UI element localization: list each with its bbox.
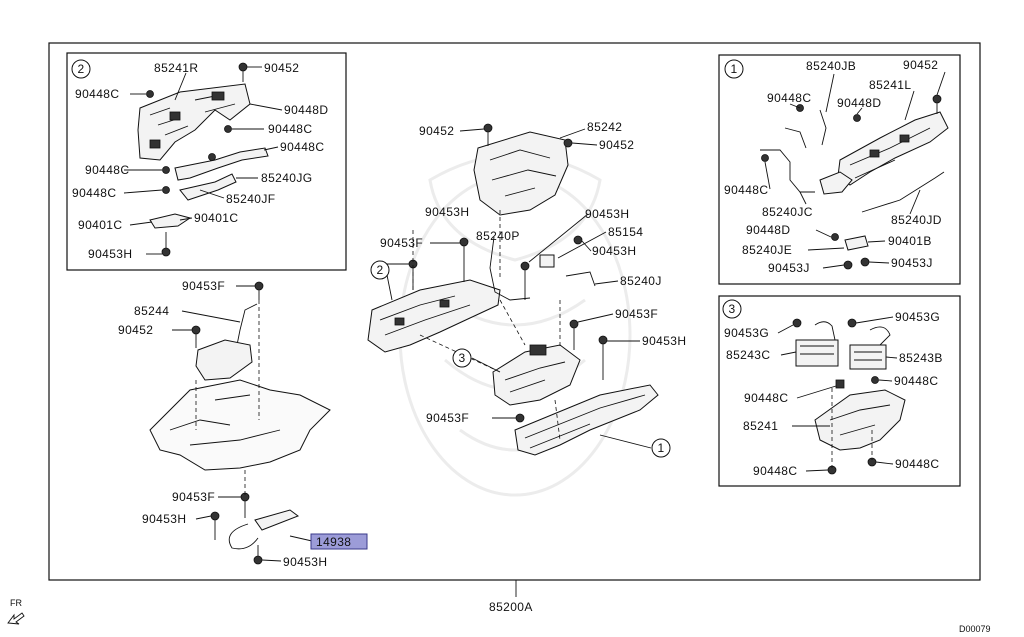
part-label-90453F: 90453F xyxy=(182,279,225,293)
part-label-90448C: 90448C xyxy=(724,183,768,197)
diagram-code: D00079 xyxy=(959,624,991,634)
part-label-90448C: 90448C xyxy=(753,464,797,478)
callout-3-main: 3 xyxy=(452,348,472,368)
part-label-90448C: 90448C xyxy=(895,457,939,471)
part-label-90453G: 90453G xyxy=(895,310,940,324)
part-label-90453J: 90453J xyxy=(891,256,933,270)
part-label-90453H: 90453H xyxy=(88,247,132,261)
inset-1-frame xyxy=(718,54,961,285)
front-arrow-icon xyxy=(7,612,25,625)
part-label-90453H: 90453H xyxy=(283,555,327,569)
part-label-90448C: 90448C xyxy=(744,391,788,405)
inset-2-parts xyxy=(137,62,269,257)
part-label-85240P: 85240P xyxy=(476,229,520,243)
part-label-85242: 85242 xyxy=(587,120,622,134)
center-parts xyxy=(367,123,659,456)
part-label-90401B: 90401B xyxy=(888,234,932,248)
left-lower-leaders xyxy=(172,285,313,562)
part-label-85154: 85154 xyxy=(608,225,643,239)
callout-number: 3 xyxy=(458,351,465,365)
callout-number: 1 xyxy=(730,62,737,76)
part-label-85240JC: 85240JC xyxy=(762,205,813,219)
part-label-90448C: 90448C xyxy=(85,163,129,177)
front-direction-indicator: FR xyxy=(7,598,25,625)
callout-2-inset: 2 xyxy=(71,59,91,79)
callout-number: 3 xyxy=(728,302,735,316)
part-label-90453H: 90453H xyxy=(425,205,469,219)
part-label-90448C: 90448C xyxy=(894,374,938,388)
callout-number: 2 xyxy=(77,62,84,76)
part-label-85243C: 85243C xyxy=(726,348,770,362)
inset-3-parts xyxy=(792,318,906,475)
inset-3-leaders xyxy=(777,316,898,472)
part-label-85240JE: 85240JE xyxy=(742,243,792,257)
part-label-85241L: 85241L xyxy=(869,78,911,92)
part-label-85241: 85241 xyxy=(743,419,778,433)
callout-3-inset: 3 xyxy=(722,299,742,319)
part-label-90452: 90452 xyxy=(264,61,299,75)
part-label-90453H: 90453H xyxy=(592,244,636,258)
inset-3-frame xyxy=(718,295,961,487)
callout-number: 1 xyxy=(657,441,664,455)
callout-1-main: 1 xyxy=(651,438,671,458)
part-label-90452: 90452 xyxy=(419,124,454,138)
part-label-90453F: 90453F xyxy=(615,307,658,321)
callout-1-inset: 1 xyxy=(724,59,744,79)
callout-2-main: 2 xyxy=(370,260,390,280)
part-label-85240JF: 85240JF xyxy=(226,192,276,206)
assembly-label-85200A: 85200A xyxy=(489,600,533,614)
inset-1-leaders xyxy=(764,71,946,269)
part-label-90448D: 90448D xyxy=(284,103,328,117)
part-label-90453J: 90453J xyxy=(768,261,810,275)
part-label-90448C: 90448C xyxy=(75,87,119,101)
part-label-85241R: 85241R xyxy=(154,61,198,75)
part-label-90448C: 90448C xyxy=(280,140,324,154)
part-label-90401C: 90401C xyxy=(78,218,122,232)
part-label-90453G: 90453G xyxy=(724,326,769,340)
part-label-85244: 85244 xyxy=(134,304,169,318)
part-label-90453F: 90453F xyxy=(380,236,423,250)
part-label-90452: 90452 xyxy=(599,138,634,152)
part-label-90448C: 90448C xyxy=(72,186,116,200)
part-label-85243B: 85243B xyxy=(899,351,943,365)
inset-2-frame xyxy=(66,52,347,271)
part-label-85240JD: 85240JD xyxy=(891,213,942,227)
part-label-90448C: 90448C xyxy=(268,122,312,136)
part-label-90448C: 90448C xyxy=(767,91,811,105)
part-label-90453H: 90453H xyxy=(585,207,629,221)
part-label-90452: 90452 xyxy=(903,58,938,72)
part-label-85240JB: 85240JB xyxy=(806,59,856,73)
inset-1-parts xyxy=(760,94,949,270)
part-label-90452: 90452 xyxy=(118,323,153,337)
part-label-90453F: 90453F xyxy=(426,411,469,425)
part-label-90453H: 90453H xyxy=(642,334,686,348)
part-label-85240JG: 85240JG xyxy=(261,171,313,185)
inset-2-leaders xyxy=(123,66,283,255)
left-lower-parts xyxy=(149,281,331,565)
part-label-90401C: 90401C xyxy=(194,211,238,225)
part-label-90453H: 90453H xyxy=(142,512,186,526)
main-frame xyxy=(48,42,981,581)
part-label-85240J: 85240J xyxy=(620,274,662,288)
part-label-90448D: 90448D xyxy=(746,223,790,237)
part-label-14938: 14938 xyxy=(316,535,351,549)
highlighted-part-14938[interactable]: 14938 xyxy=(310,533,368,550)
front-label: FR xyxy=(10,598,22,608)
part-label-90448D: 90448D xyxy=(837,96,881,110)
callout-number: 2 xyxy=(376,263,383,277)
part-label-90453F: 90453F xyxy=(172,490,215,504)
